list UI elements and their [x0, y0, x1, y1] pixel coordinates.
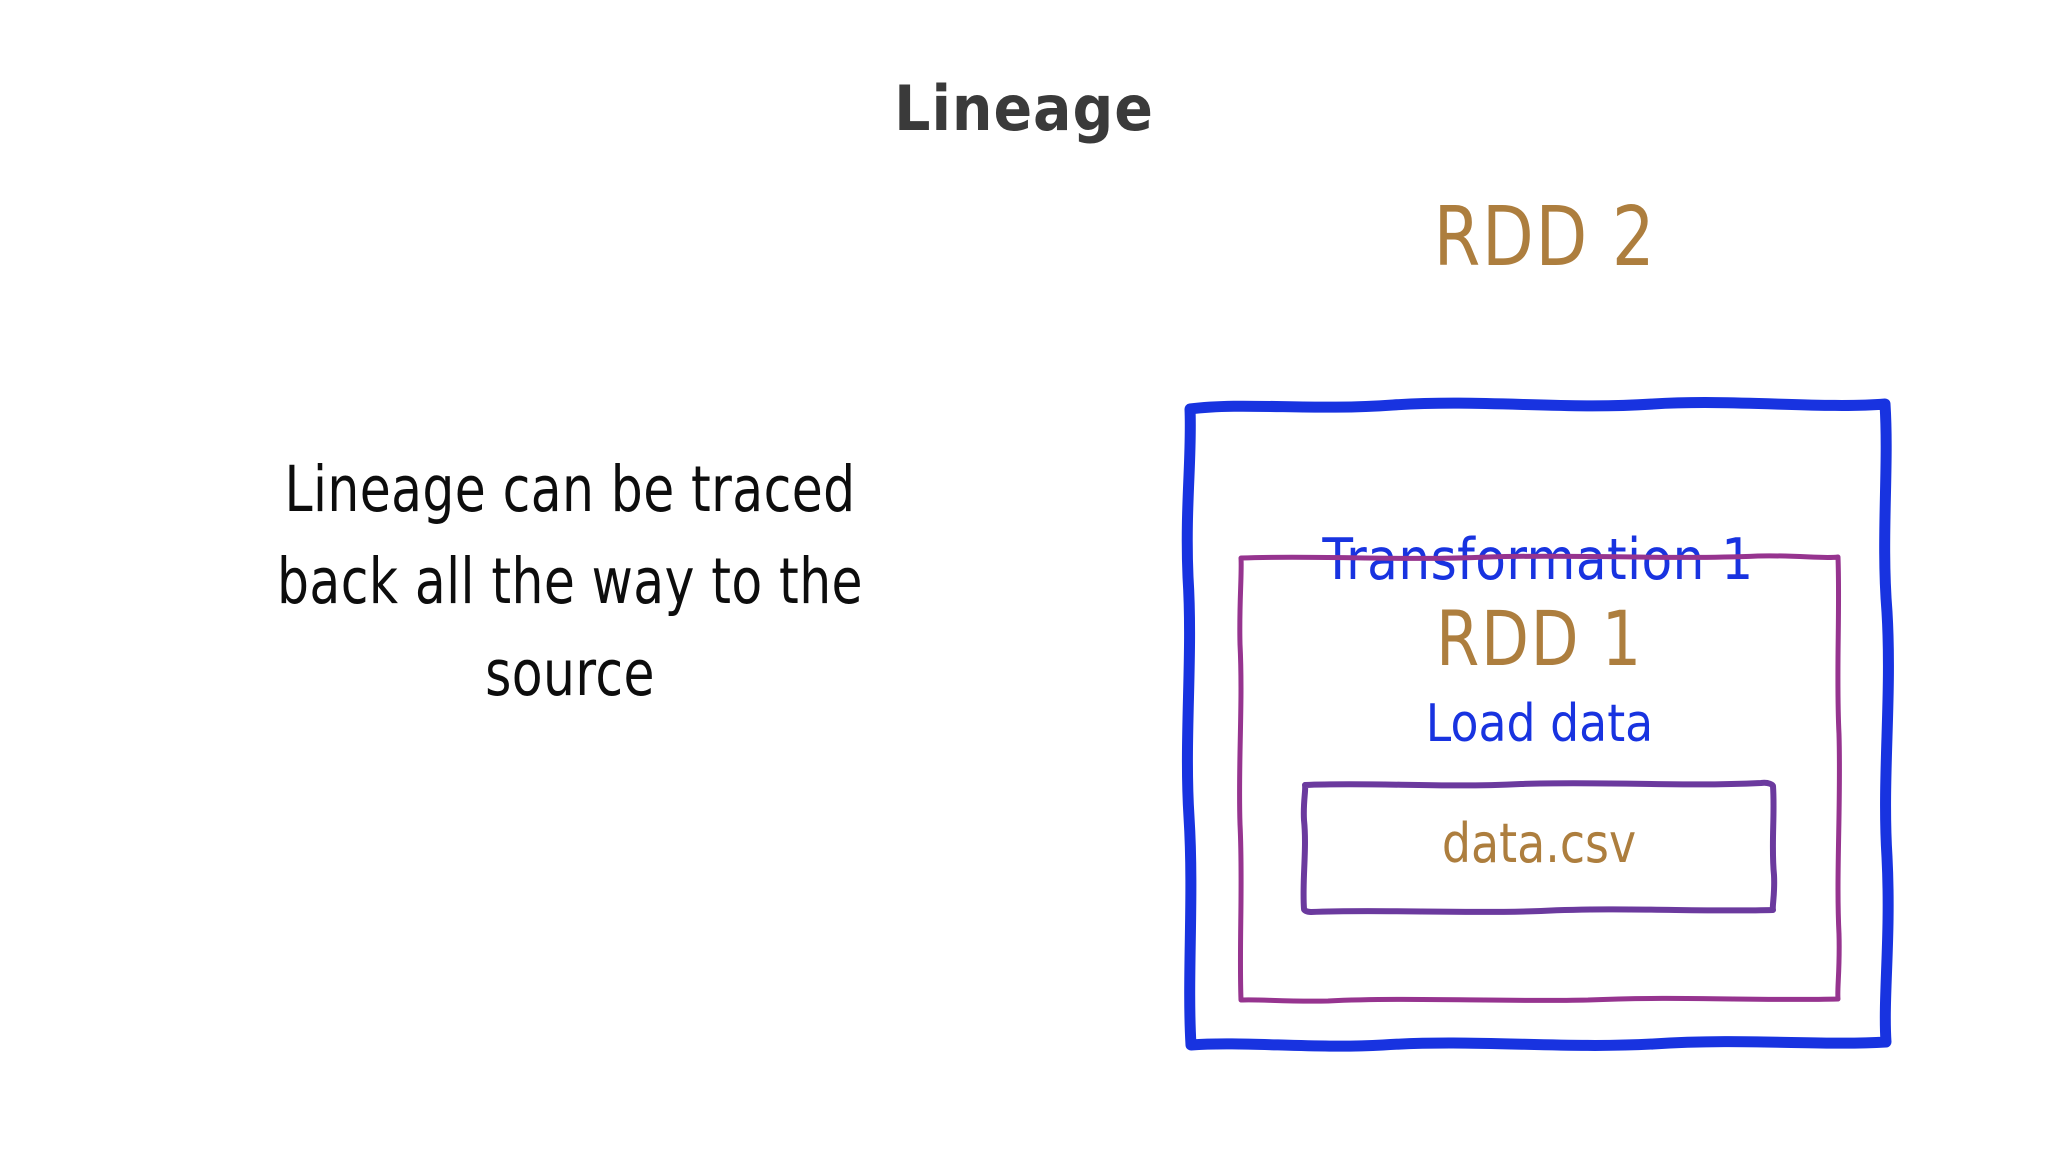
rdd2-box: Transformation 1 RDD 1 Load data data.cs… [1181, 397, 1894, 1052]
data-csv-label: data.csv [1441, 812, 1637, 875]
rdd1-box-border-icon [1237, 553, 1842, 1004]
page-title: Lineage [894, 72, 1154, 145]
rdd1-label: RDD 1 [1436, 594, 1643, 683]
rdd2-box-border-icon [1181, 397, 1894, 1052]
source-file-box-border-icon [1300, 779, 1778, 915]
load-data-label: Load data [1425, 694, 1654, 754]
source-file-box: data.csv [1300, 779, 1778, 915]
rdd1-box: RDD 1 Load data data.csv [1237, 553, 1842, 1004]
lineage-description-text: Lineage can be traced back all the way t… [277, 453, 863, 710]
rdd2-label: RDD 2 [1433, 190, 1657, 285]
rdd-lineage-diagram: RDD 2 Transformation 1 RDD 1 Load data d… [1150, 190, 1940, 1070]
